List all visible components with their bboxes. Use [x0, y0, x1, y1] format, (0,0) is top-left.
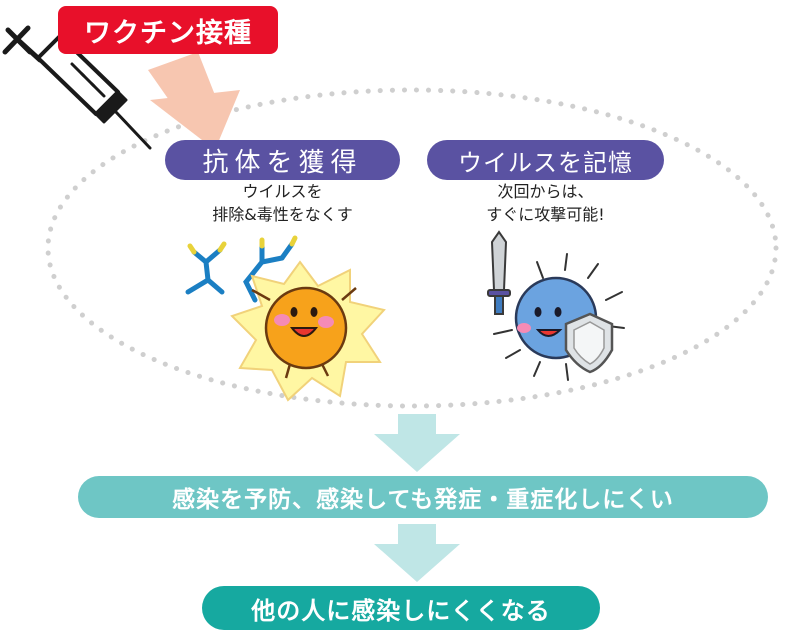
vaccination-title-label: ワクチン接種 [84, 17, 252, 49]
pink-arrow [148, 52, 240, 150]
antibody-icon [185, 235, 298, 303]
memory-desc-line1: 次回からは、 [497, 182, 594, 201]
dotted-oval [45, 87, 779, 409]
memory-desc-line2: すぐに攻撃可能! [486, 205, 605, 224]
syringe-icon [2, 25, 152, 150]
result-others-pill: 他の人に感染しにくくなる [202, 586, 600, 630]
antibody-label: 抗体を獲得 [202, 147, 363, 178]
result-prevention-label: 感染を予防、感染しても発症・重症化しにくい [172, 487, 674, 513]
antibody-desc-line2: 排除&毒性をなくす [212, 205, 353, 224]
memory-description: 次回からは、 すぐに攻撃可能! [427, 180, 664, 226]
antibody-description: ウイルスを 排除&毒性をなくす [165, 180, 400, 226]
antibody-desc-line1: ウイルスを [242, 182, 323, 201]
result-others-label: 他の人に感染しにくくなる [251, 596, 551, 625]
result-prevention-pill: 感染を予防、感染しても発症・重症化しにくい [78, 476, 768, 518]
teal-arrow-2 [374, 524, 460, 582]
memory-label-pill: ウイルスを記憶 [427, 140, 664, 180]
sword-icon [487, 230, 511, 315]
vaccination-title: ワクチン接種 [58, 6, 278, 54]
memory-label: ウイルスを記憶 [458, 148, 633, 177]
antibody-label-pill: 抗体を獲得 [165, 140, 400, 180]
sun-virus-character-icon [230, 260, 386, 402]
shield-icon [564, 312, 614, 374]
teal-arrow-1 [374, 414, 460, 472]
